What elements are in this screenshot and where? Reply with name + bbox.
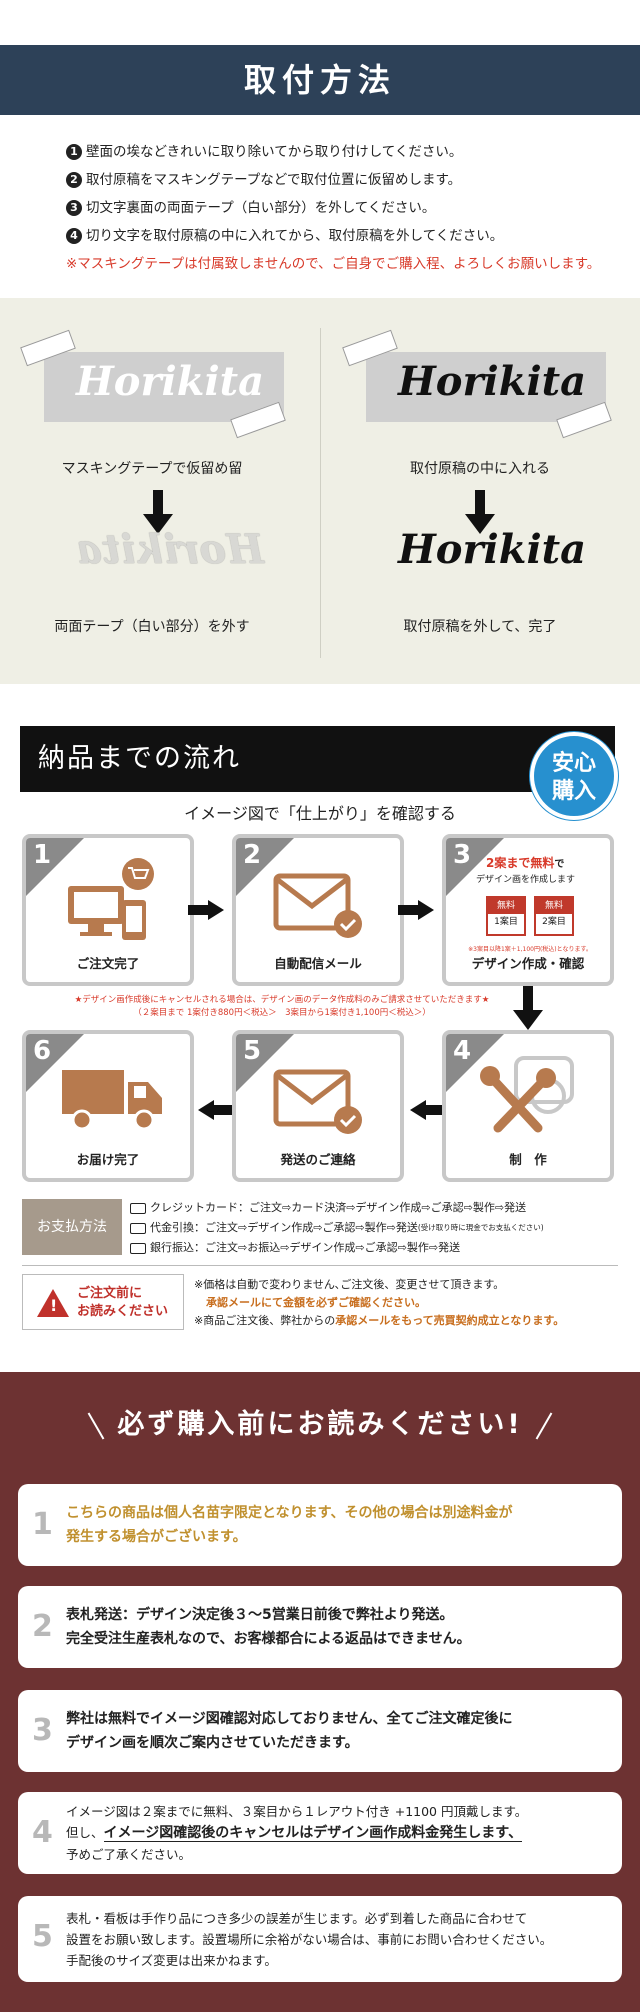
tools-icon (480, 1056, 574, 1133)
note-3: 3 弊社は無料でイメージ図確認対応しておりません、全てご注文確定後にデザイン画を… (18, 1690, 622, 1772)
illustration-divider (320, 328, 321, 658)
flow-title: 納品までの流れ (20, 726, 615, 792)
final-signature: Horikita (398, 526, 587, 573)
installation-illustration: Horikita マスキングテープで仮留め留 Horikita 両面テープ（白い… (0, 298, 640, 684)
caption-tape: マスキングテープで仮留め留 (61, 461, 243, 477)
caption-complete: 取付原稿を外して、完了 (403, 619, 557, 635)
divider (22, 1265, 618, 1266)
flow-step-2: 2 自動配信メール (232, 834, 404, 986)
payment-methods: クレジットカード：ご注文⇨カード決済⇨デザイン作成⇨ご承認⇨製作⇨発送 代金引換… (130, 1198, 630, 1258)
read-before-order-box: ! ご注文前にお読みください (22, 1274, 184, 1330)
payment-credit: クレジットカード：ご注文⇨カード決済⇨デザイン作成⇨ご承認⇨製作⇨発送 (130, 1198, 630, 1218)
white-signature: Horikita (76, 358, 265, 405)
note-2: 2 表札発送：デザイン決定後３～5営業日前後で弊社より発送。完全受注生産表札なの… (18, 1586, 622, 1668)
mirrored-signature: Horikita (76, 526, 265, 573)
warning-icon: ! (37, 1289, 69, 1317)
order-notice-lines: ※価格は自動で変わりません､ご注文後、変更させて頂きます。 承認メールにて金額を… (194, 1278, 565, 1327)
template-paper-right (366, 352, 606, 422)
flow-step-4: 4 制 作 (442, 1030, 614, 1182)
payment-cod: 代金引換：ご注文⇨デザイン作成⇨ご承認⇨製作⇨発送(受け取り時に現金でお支払くだ… (130, 1218, 630, 1238)
flow-step-6: 6 お届け完了 (22, 1030, 194, 1182)
caption-remove-tape: 両面テープ（白い部分）を外す (54, 619, 250, 635)
must-read-title: 必ず購入前にお読みください! (117, 1409, 523, 1440)
flow-subtitle: イメージ図で「仕上がり」を確認する (184, 804, 456, 823)
arrow-right-icon (188, 900, 224, 920)
installation-title: 取付方法 (0, 45, 640, 115)
arrow-left-icon (410, 1100, 446, 1120)
truck-icon (62, 1070, 162, 1131)
computer-cart-icon (68, 858, 154, 940)
black-signature: Horikita (398, 358, 587, 405)
masking-tape-warning: ※マスキングテープは付属致しませんので、ご自身でご購入程、よろしくお願いします。 (66, 256, 601, 272)
card-icon (130, 1202, 146, 1214)
bank-icon (130, 1242, 146, 1254)
caption-insert: 取付原稿の中に入れる (410, 461, 550, 477)
flow-step-5: 5 発送のご連絡 (232, 1030, 404, 1182)
note-1: 1 こちらの商品は個人名苗字限定となります、その他の場合は別途料金が発生する場合… (18, 1484, 622, 1566)
truck-cod-icon (130, 1222, 146, 1234)
cancel-fee-note: ★デザイン画作成後にキャンセルされる場合は、デザイン画のデータ作成料のみご請求さ… (74, 995, 490, 1018)
must-read-section: 必ず購入前にお読みください! 1 こちらの商品は個人名苗字限定となります、その他… (0, 1372, 640, 2012)
mail-check-icon (273, 873, 362, 938)
arrow-left-icon (198, 1100, 234, 1120)
template-paper-left (44, 352, 284, 422)
arrow-right-icon (398, 900, 434, 920)
free-design-headline: 2案まで無料 (486, 856, 555, 870)
note-5: 5 表札・看板は手作り品につき多少の誤差が生じます。必ず到着した商品に合わせて設… (18, 1896, 622, 1982)
note-4: 4 イメージ図は２案までに無料、３案目から１レアウト付き +1100 円頂戴しま… (18, 1792, 622, 1874)
secure-purchase-badge: 安心購入 (530, 732, 618, 820)
flow-step-1: 1 ご注文完了 (22, 834, 194, 986)
payment-method-label: お支払方法 (22, 1199, 122, 1255)
mail-check-icon (273, 1069, 362, 1134)
payment-bank: 銀行振込：ご注文⇨お振込⇨デザイン作成⇨ご承認⇨製作⇨発送 (130, 1238, 630, 1258)
